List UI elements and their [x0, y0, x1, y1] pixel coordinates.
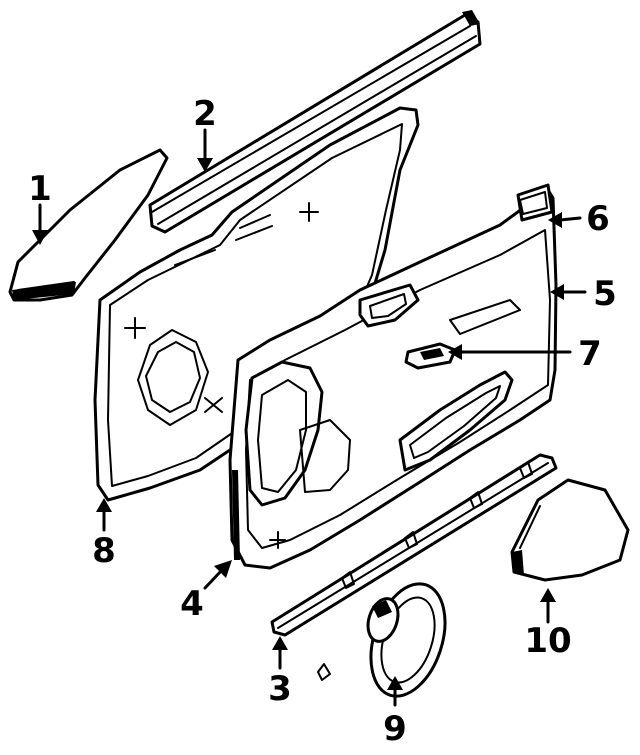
callout-labels: 1 2 3 4 5 6 7 8 9 10: [28, 94, 617, 749]
callout-10: 10: [524, 621, 571, 661]
part-handle-bezel: [404, 342, 457, 370]
callout-9: 9: [383, 709, 407, 749]
callout-7: 7: [578, 334, 602, 374]
callout-1: 1: [28, 169, 52, 209]
callout-2: 2: [193, 94, 217, 134]
callout-3: 3: [268, 669, 292, 709]
leader-lines: [32, 128, 587, 707]
part-water-shield: [93, 106, 420, 502]
part-sail-trim: [8, 148, 169, 302]
callout-4: 4: [180, 584, 204, 624]
small-clip-mark: [317, 663, 331, 681]
callout-6: 6: [586, 199, 610, 239]
callout-5: 5: [593, 274, 617, 314]
part-door-trim-panel: [228, 183, 558, 570]
part-speaker: [366, 582, 447, 698]
part-lower-trim-strip: [270, 453, 558, 637]
part-corner-cover: [510, 478, 630, 582]
part-weatherstrip: [148, 10, 482, 234]
callout-8: 8: [92, 531, 116, 571]
